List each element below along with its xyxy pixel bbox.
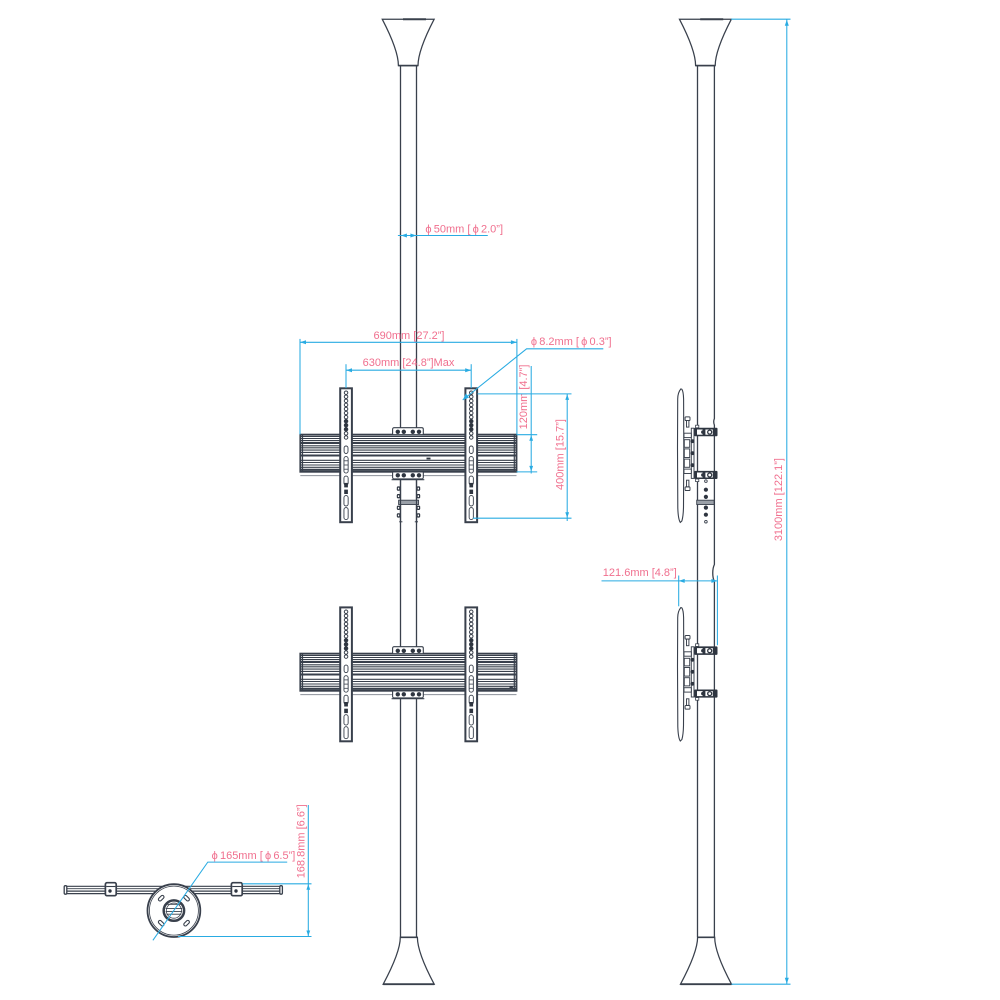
svg-text:ϕ 165mm [ ϕ 6.5”]: ϕ 165mm [ ϕ 6.5”] — [212, 850, 296, 862]
svg-text:690mm [27.2”]: 690mm [27.2”] — [374, 330, 445, 342]
svg-text:168.8mm [6.6”]: 168.8mm [6.6”] — [296, 804, 308, 878]
svg-text:ϕ 50mm [ ϕ 2.0”]: ϕ 50mm [ ϕ 2.0”] — [425, 224, 503, 236]
svg-text:400mm [15.7”]: 400mm [15.7”] — [554, 419, 566, 490]
svg-text:630mm [24.8”]Max: 630mm [24.8”]Max — [363, 357, 455, 369]
svg-text:121.6mm [4.8”]: 121.6mm [4.8”] — [603, 567, 677, 579]
svg-text:ϕ 8.2mm [ ϕ 0.3”]: ϕ 8.2mm [ ϕ 0.3”] — [531, 336, 612, 348]
svg-text:120mm [4.7”]: 120mm [4.7”] — [518, 365, 530, 430]
svg-text:3100mm [122.1”]: 3100mm [122.1”] — [773, 458, 785, 541]
